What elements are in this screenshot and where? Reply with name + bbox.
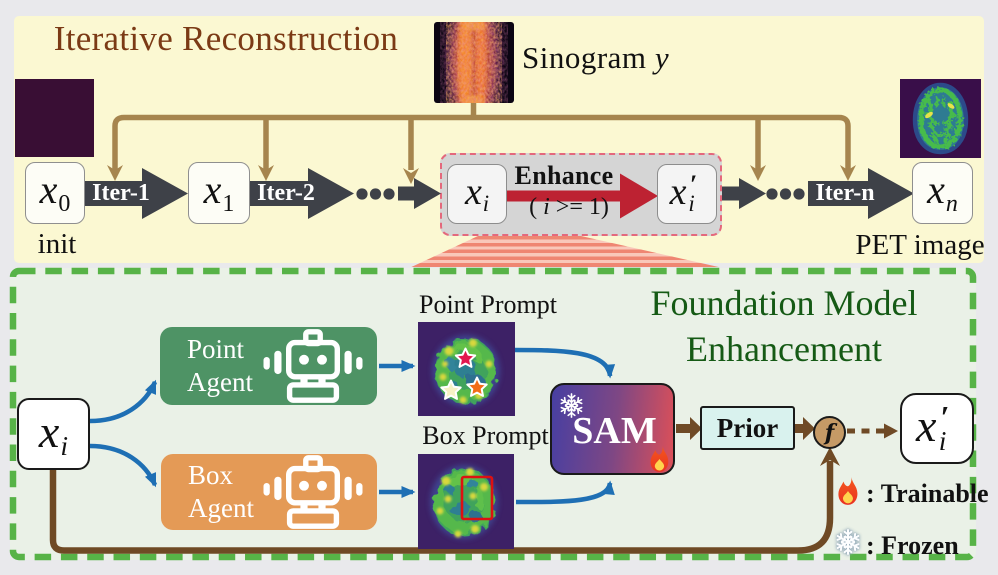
prior-label: Prior xyxy=(716,412,779,443)
robot-icon xyxy=(259,455,367,529)
math-base: x xyxy=(38,405,60,457)
cond-open: ( xyxy=(529,194,544,220)
math-sub: i xyxy=(938,425,947,457)
blue-arrows xyxy=(89,347,616,505)
iter-2-label: Iter-2 xyxy=(257,180,315,206)
snowflake-icon xyxy=(558,392,585,419)
math-sub: i xyxy=(688,190,695,216)
math-sub: 1 xyxy=(222,190,235,217)
box-prompt-image xyxy=(418,454,514,549)
prior-box: Prior xyxy=(700,406,795,450)
math-base: x xyxy=(669,170,687,213)
math-sub: i xyxy=(60,429,69,461)
pet-brain-image xyxy=(900,79,981,158)
math-base: x xyxy=(464,170,482,213)
init-image xyxy=(15,79,94,157)
fusion-circle: f xyxy=(813,416,846,449)
math-prime: ′ xyxy=(940,398,950,435)
sam-label: SAM xyxy=(572,410,657,452)
iteration-arrows xyxy=(84,168,914,219)
sam-box: SAM xyxy=(550,383,675,475)
legend-snowflake-icon xyxy=(834,528,862,556)
box-prompt-caption: Box Prompt xyxy=(422,421,549,450)
sinogram-label-text: Sinogram xyxy=(522,40,647,75)
feedback-path xyxy=(49,447,840,554)
box-agent-line2: Agent xyxy=(188,493,254,523)
point-prompt-image xyxy=(418,322,515,416)
prompt-stars xyxy=(440,347,488,400)
math-base: x xyxy=(915,399,937,451)
point-agent-line1: Point xyxy=(187,334,245,364)
fusion-symbol: f xyxy=(824,419,835,446)
math-prime: ′ xyxy=(690,168,698,199)
enhance-condition: ( i >= 1) xyxy=(499,194,639,221)
bottom-title-line2: Enhancement xyxy=(686,329,882,369)
sinogram-bus xyxy=(112,101,851,170)
cond-close: >= 1) xyxy=(549,194,609,220)
iter-n-label: Iter-n xyxy=(815,180,875,206)
pet-caption: PET image xyxy=(855,229,985,261)
fire-icon xyxy=(647,445,672,473)
prompt-box-rect xyxy=(460,475,494,521)
frozen-label: : Frozen xyxy=(866,531,959,560)
robot-icon xyxy=(259,329,367,403)
node-xi-prime-top: x′i xyxy=(657,164,717,224)
math-base: x xyxy=(203,167,222,213)
bottom-panel-title: Foundation Model Enhancement xyxy=(634,280,934,372)
node-xi-input: xi xyxy=(17,398,90,470)
point-agent-line2: Agent xyxy=(187,367,253,397)
math-base: x xyxy=(39,167,58,213)
point-agent-box: Point Agent xyxy=(160,327,377,405)
bottom-title-line1: Foundation Model xyxy=(650,283,918,323)
sinogram-image xyxy=(434,22,514,103)
top-panel-title: Iterative Reconstruction xyxy=(53,19,399,58)
math-sub: 0 xyxy=(58,190,71,217)
init-caption: init xyxy=(37,228,77,260)
sinogram-bus-arrowheads xyxy=(107,165,856,184)
sinogram-math-symbol: y xyxy=(654,40,670,75)
box-agent-box: Box Agent xyxy=(161,454,377,530)
enhance-arrow xyxy=(506,173,658,219)
pipeline-arrows xyxy=(676,417,898,440)
node-xn: xn xyxy=(912,162,973,224)
trainable-label: : Trainable xyxy=(866,479,989,508)
node-x1: x1 xyxy=(188,162,250,224)
math-base: x xyxy=(927,167,945,213)
iter-1-label: Iter-1 xyxy=(92,180,150,206)
box-agent-line1: Box xyxy=(188,460,234,490)
math-sub: i xyxy=(482,190,490,216)
sinogram-label: Sinogram y xyxy=(522,40,669,76)
math-sub: n xyxy=(945,190,958,217)
node-x0: x0 xyxy=(25,162,85,224)
node-xi-prime-output: x′i xyxy=(900,393,974,464)
legend-fire-icon xyxy=(835,476,861,506)
point-prompt-caption: Point Prompt xyxy=(419,290,557,319)
node-xi-top: xi xyxy=(447,164,507,224)
enhance-label: Enhance xyxy=(514,161,614,190)
cond-var: i xyxy=(543,194,550,220)
